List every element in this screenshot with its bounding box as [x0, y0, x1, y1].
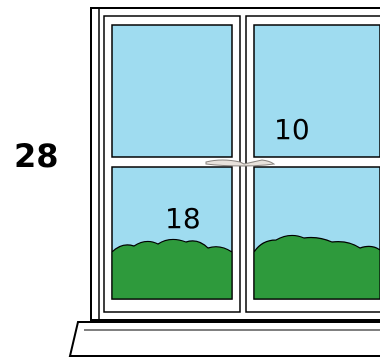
pane-top-right — [254, 25, 380, 157]
pane-number-bottom-left: 18 — [165, 205, 201, 233]
window-sill — [70, 322, 380, 356]
pane-number-top-right: 10 — [274, 116, 310, 144]
side-number-label: 28 — [14, 140, 59, 172]
pane-top-left — [112, 25, 232, 157]
bush-left — [112, 239, 232, 299]
